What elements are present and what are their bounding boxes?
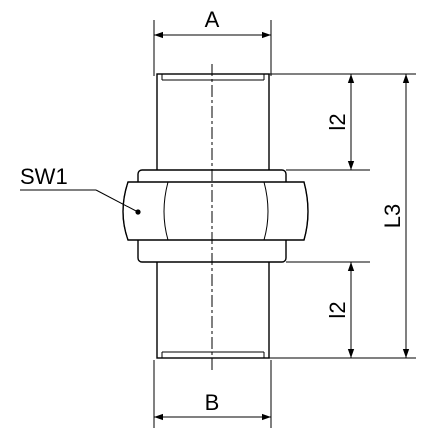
l2-top-label: l2	[325, 113, 350, 130]
wrench-size-callout: SW1	[20, 164, 141, 215]
dimension-l2-top: l2	[325, 74, 355, 170]
dimension-a: A	[153, 7, 272, 76]
l3-label: L3	[380, 204, 405, 228]
dimension-b: B	[153, 360, 272, 428]
lower-thread	[156, 257, 270, 359]
dimension-l3: L3	[380, 74, 410, 358]
hex-nut	[122, 181, 309, 241]
dim-b-label: B	[205, 390, 220, 415]
sw1-label: SW1	[20, 164, 68, 189]
l2-bottom-label: l2	[325, 301, 350, 318]
dimension-l2-bottom: l2	[325, 262, 355, 358]
dim-a-label: A	[205, 7, 220, 32]
upper-thread	[156, 73, 270, 173]
right-extension-lines	[269, 73, 416, 359]
